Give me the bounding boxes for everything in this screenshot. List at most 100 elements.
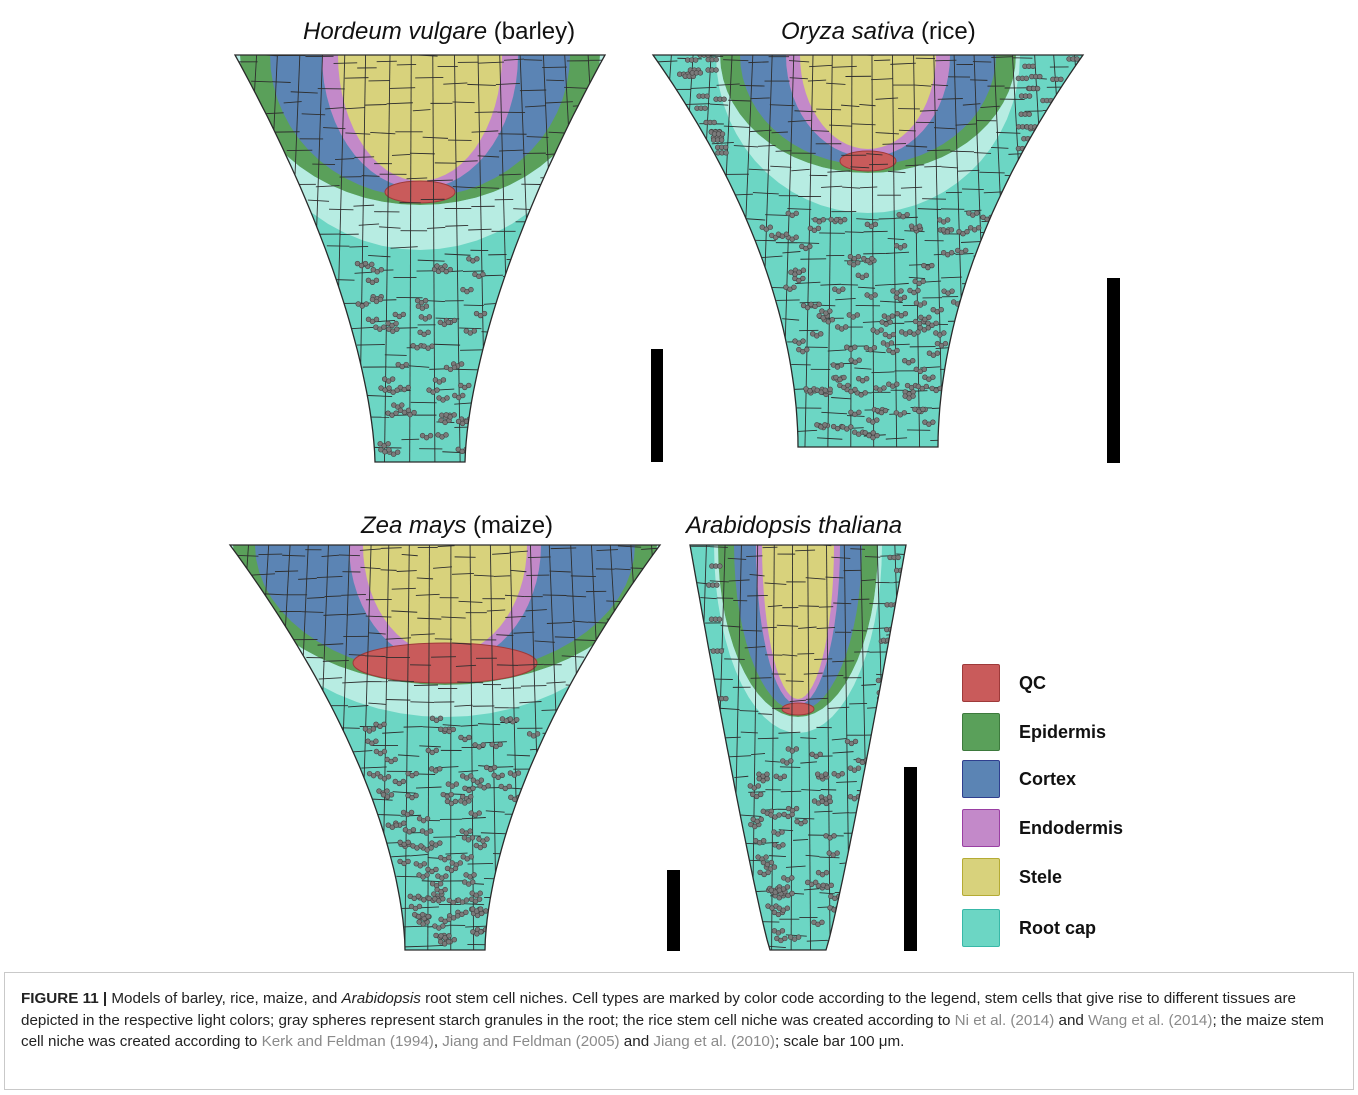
cell-wall	[845, 232, 864, 233]
starch-granule	[949, 250, 954, 255]
starch-granule	[843, 325, 848, 330]
reference-link[interactable]: Wang et al. (2014)	[1088, 1012, 1212, 1029]
starch-granule	[416, 894, 421, 899]
starch-granule	[848, 425, 853, 430]
cell-wall	[874, 60, 890, 61]
starch-granule	[479, 778, 484, 783]
cell-wall	[463, 271, 484, 272]
starch-granule	[722, 97, 727, 102]
cell-wall	[948, 321, 968, 322]
starch-granule	[929, 263, 934, 268]
reference-link[interactable]: Kerk and Feldman (1994)	[262, 1033, 434, 1050]
starch-granule	[907, 330, 912, 335]
starch-granule	[430, 344, 435, 349]
starch-granule	[375, 771, 380, 776]
caption-text: and	[620, 1033, 654, 1050]
starch-granule	[382, 749, 387, 754]
starch-granule	[889, 638, 894, 643]
starch-granule	[855, 313, 860, 318]
starch-granule	[459, 362, 464, 367]
starch-granule	[902, 568, 907, 573]
starch-granule	[926, 315, 931, 320]
cell-wall	[377, 61, 397, 62]
quiescent-center	[353, 643, 537, 683]
starch-granule	[458, 861, 463, 866]
starch-granule	[820, 920, 825, 925]
starch-granule	[381, 325, 386, 330]
starch-granule	[864, 273, 869, 278]
reference-link[interactable]: Jiang et al. (2010)	[653, 1033, 775, 1050]
reference-link[interactable]: Jiang and Feldman (2005)	[442, 1033, 619, 1050]
starch-granule	[864, 376, 869, 381]
starch-granule	[427, 314, 432, 319]
starch-granule	[419, 844, 424, 849]
starch-granule	[441, 378, 446, 383]
cell-wall	[468, 863, 493, 864]
starch-granule	[1035, 86, 1040, 91]
starch-granule	[863, 390, 868, 395]
starch-granule	[835, 851, 840, 856]
starch-granule	[434, 867, 439, 872]
starch-granule	[924, 384, 929, 389]
starch-granule	[417, 904, 422, 909]
starch-granule	[902, 243, 907, 248]
starch-granule	[385, 789, 390, 794]
starch-granule	[406, 385, 411, 390]
starch-granule	[394, 823, 399, 828]
starch-granule	[467, 735, 472, 740]
starch-granule	[444, 432, 449, 437]
starch-granule	[468, 829, 473, 834]
starch-granule	[881, 696, 886, 701]
cell-wall	[543, 595, 567, 596]
starch-granule	[949, 227, 954, 232]
starch-granule	[780, 928, 785, 933]
arabidopsis-panel-title: Arabidopsis thaliana	[686, 512, 902, 540]
cell-wall	[924, 166, 941, 167]
starch-granule	[453, 799, 458, 804]
cell-wall	[484, 275, 503, 276]
maize-root-model	[198, 535, 681, 960]
cell-wall	[329, 209, 353, 210]
cell-wall	[588, 45, 613, 472]
starch-granule	[479, 911, 484, 916]
cell-wall	[381, 570, 397, 571]
starch-granule	[724, 150, 729, 155]
starch-granule	[466, 383, 471, 388]
starch-granule	[941, 331, 946, 336]
starch-granule	[452, 937, 457, 942]
starch-granule	[244, 85, 249, 90]
starch-granule	[447, 917, 452, 922]
starch-granule	[435, 388, 440, 393]
starch-granule	[796, 935, 801, 940]
reference-link[interactable]: Ni et al. (2014)	[955, 1012, 1055, 1029]
starch-granule	[832, 833, 837, 838]
starch-granule	[916, 330, 921, 335]
starch-granule	[452, 412, 457, 417]
starch-granule	[448, 267, 453, 272]
starch-granule	[714, 57, 719, 62]
starch-granule	[481, 742, 486, 747]
starch-granule	[872, 345, 877, 350]
stele-swatch	[962, 858, 1000, 896]
starch-granule	[800, 276, 805, 281]
starch-granule	[824, 870, 829, 875]
starch-granule	[664, 553, 669, 558]
maize-tissue-layers	[198, 535, 681, 960]
starch-granule	[828, 799, 833, 804]
starch-granule	[451, 727, 456, 732]
starch-granule	[845, 383, 850, 388]
starch-granule	[440, 924, 445, 929]
starch-granule	[469, 287, 474, 292]
starch-granule	[428, 433, 433, 438]
starch-granule	[921, 407, 926, 412]
cell-wall	[751, 678, 772, 679]
starch-granule	[470, 880, 475, 885]
cell-wall	[198, 535, 230, 960]
cell-wall	[851, 599, 869, 600]
starch-granule	[902, 410, 907, 415]
cell-wall	[335, 280, 354, 281]
cell-wall	[258, 554, 282, 555]
starch-granule	[917, 224, 922, 229]
cell-wall	[345, 78, 369, 79]
starch-granule	[801, 339, 806, 344]
